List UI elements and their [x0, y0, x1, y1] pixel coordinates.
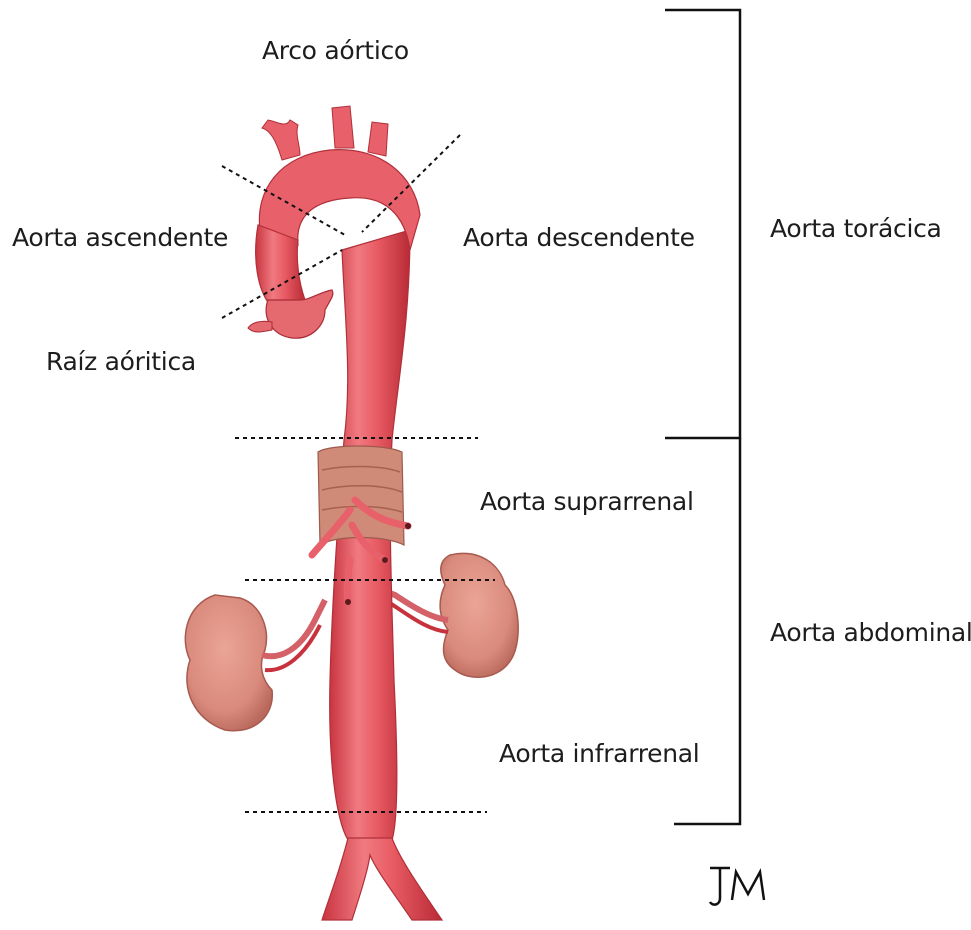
arch-label: Arco aórtico [262, 38, 409, 63]
suprarenal-label: Aorta suprarrenal [480, 489, 694, 514]
left-kidney [185, 595, 325, 731]
root-label: Raíz aóritica [46, 349, 196, 374]
thoracic-label: Aorta torácica [770, 216, 942, 241]
infrarenal-label: Aorta infrarrenal [499, 741, 699, 766]
ascending-label: Aorta ascendente [12, 225, 228, 250]
abdominal-label: Aorta abdominal [770, 620, 971, 645]
signature-logo [706, 862, 776, 912]
descending-label: Aorta descendente [463, 225, 695, 250]
right-kidney [375, 553, 518, 677]
